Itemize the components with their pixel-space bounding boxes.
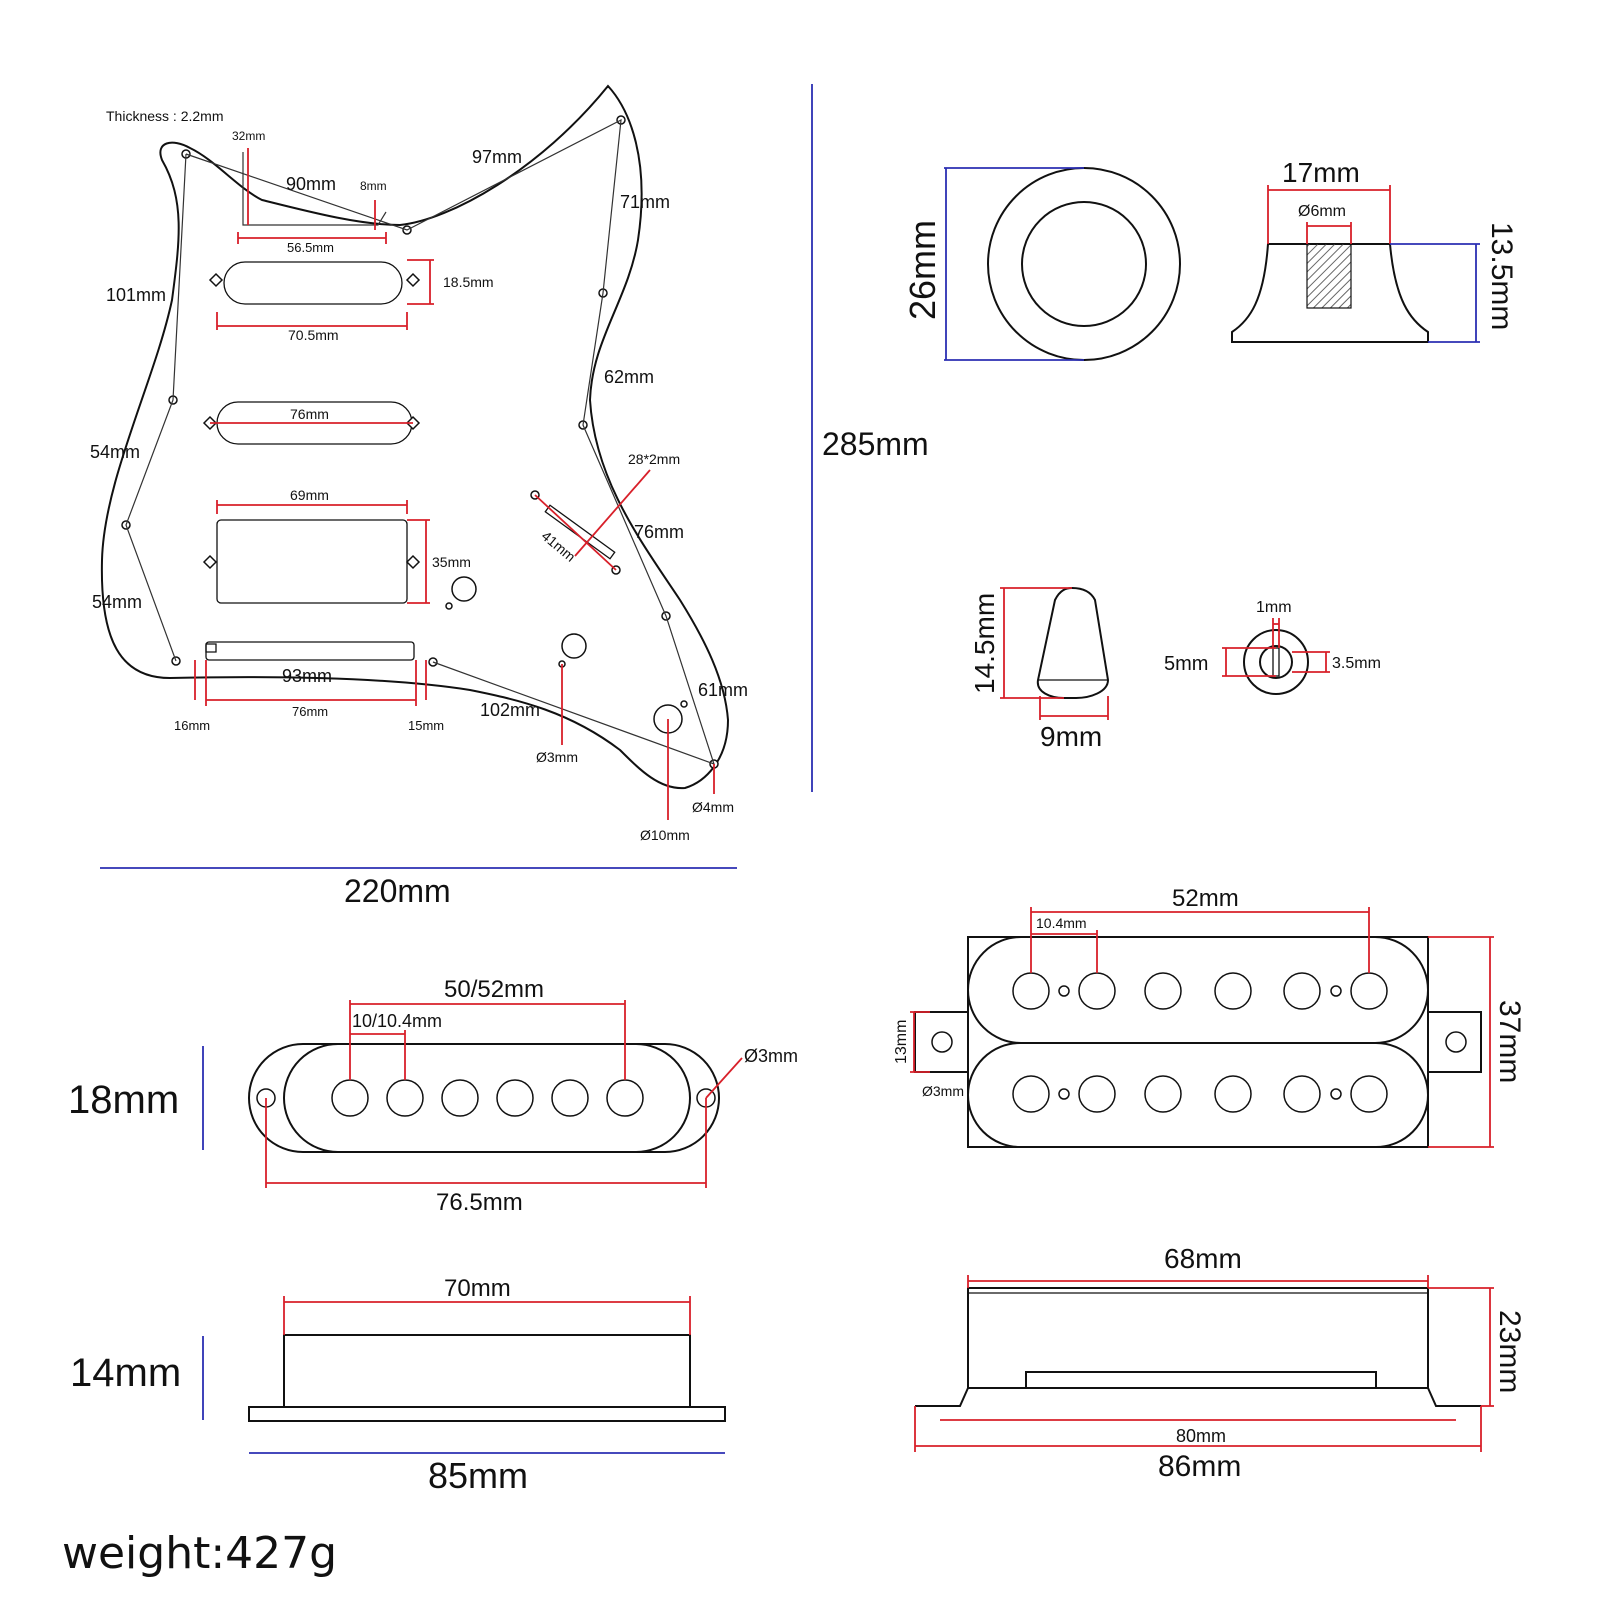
knob-shaft: [1306, 243, 1352, 309]
cover-len-label: 70mm: [444, 1275, 511, 1302]
pole-piece: [606, 1079, 644, 1117]
hb-ear-label: 13mm: [893, 1020, 910, 1064]
dim-label: 101mm: [106, 285, 166, 305]
single-coil-top: 50/52mm 10/10.4mm 18mm Ø3mm 76.5mm: [68, 976, 798, 1216]
hb-total-len-label: 86mm: [1158, 1450, 1241, 1483]
hb-height-label: 37mm: [1493, 1000, 1526, 1083]
hb-side-height-label: 23mm: [1493, 1310, 1526, 1393]
pickguard: Thickness : 2.2mm 32mm 90mm 8mm 97mm 71m…: [90, 84, 929, 909]
dim-label: 90mm: [286, 174, 336, 194]
bridge-humbucker-cavity: [216, 519, 408, 604]
pole-piece: [1214, 1075, 1252, 1113]
knob-height-label: 13.5mm: [1485, 222, 1518, 330]
pole-piece: [1283, 972, 1321, 1010]
control-hole: [451, 576, 477, 602]
dim-label: 93mm: [282, 666, 332, 686]
dim-label: 61mm: [698, 680, 748, 700]
inner-label: 3.5mm: [1332, 655, 1381, 672]
pole-piece: [1214, 972, 1252, 1010]
dim-label: 54mm: [92, 592, 142, 612]
thickness-label: Thickness : 2.2mm: [106, 108, 223, 124]
dim-label: 62mm: [604, 367, 654, 387]
hb-top-len-label: 68mm: [1164, 1243, 1242, 1274]
tip-width-label: 9mm: [1040, 721, 1102, 752]
ring-diameter-label: 26mm: [902, 220, 943, 320]
control-hole: [561, 633, 587, 659]
outer-label: 5mm: [1164, 653, 1208, 675]
dim-label: 28*2mm: [628, 451, 680, 467]
dim-label: 54mm: [90, 442, 140, 462]
dim-label: 8mm: [360, 179, 387, 193]
pole-piece: [1144, 972, 1182, 1010]
single-hole-label: Ø3mm: [744, 1046, 798, 1066]
dim-label: 76mm: [292, 704, 328, 719]
neck-pickup-cavity: [223, 261, 403, 305]
dim-label: 16mm: [174, 718, 210, 733]
dim-label: 71mm: [620, 192, 670, 212]
pole-piece: [496, 1079, 534, 1117]
pole-span-label: 50/52mm: [444, 976, 544, 1003]
pole-piece: [1012, 972, 1050, 1010]
dim-label: 35mm: [432, 554, 471, 570]
dim-label: Ø3mm: [536, 749, 578, 765]
base-len-label: 85mm: [428, 1455, 528, 1496]
mount-hole: [931, 1031, 953, 1053]
hb-hole-label: Ø3mm: [922, 1083, 964, 1099]
pole-piece: [1012, 1075, 1050, 1113]
pole-piece: [1283, 1075, 1321, 1113]
pole-piece: [441, 1079, 479, 1117]
knob-shaft-label: Ø6mm: [1298, 203, 1346, 220]
pickguard-outline: [100, 84, 730, 790]
humbucker-top: 52mm 10.4mm 37mm 13mm Ø3mm: [893, 885, 1526, 1148]
pole-piece: [1350, 1075, 1388, 1113]
knob-width-label: 17mm: [1282, 157, 1360, 188]
pickguard-width-label: 220mm: [344, 873, 451, 909]
humbucker-side: 68mm 23mm 80mm 86mm: [914, 1243, 1526, 1483]
single-coil-side: 70mm 14mm 85mm: [70, 1275, 726, 1496]
dim-label: 76mm: [290, 406, 329, 422]
dim-label: 76mm: [634, 522, 684, 542]
slot-label: 1mm: [1256, 599, 1292, 616]
pole-piece: [551, 1079, 589, 1117]
hb-inner-len-label: 80mm: [1176, 1426, 1226, 1446]
mount-span-label: 76.5mm: [436, 1189, 523, 1216]
dim-label: 41mm: [539, 528, 579, 565]
pole-piece: [1078, 1075, 1116, 1113]
dim-label: 70.5mm: [288, 327, 339, 343]
hb-pole-span-label: 52mm: [1172, 885, 1239, 912]
dim-label: Ø10mm: [640, 827, 690, 843]
dim-label: 69mm: [290, 487, 329, 503]
dim-label: 18.5mm: [443, 274, 494, 290]
pole-piece: [1078, 972, 1116, 1010]
tip-height-label: 14.5mm: [969, 593, 1000, 694]
dim-label: 15mm: [408, 718, 444, 733]
pickguard-height-label: 285mm: [822, 426, 929, 462]
pole-gap-label: 10/10.4mm: [352, 1011, 442, 1031]
hb-pole-gap-label: 10.4mm: [1036, 915, 1087, 931]
pole-piece: [386, 1079, 424, 1117]
switch-tip: 14.5mm 9mm 1mm 5mm 3.5mm: [969, 586, 1381, 752]
pole-piece: [331, 1079, 369, 1117]
dim-label: 56.5mm: [287, 240, 334, 255]
dim-label: 102mm: [480, 700, 540, 720]
knob-side: 17mm Ø6mm 13.5mm: [1231, 157, 1518, 343]
single-height-label: 18mm: [68, 1078, 179, 1122]
mount-hole: [1445, 1031, 1467, 1053]
dim-label: Ø4mm: [692, 799, 734, 815]
pole-piece: [1144, 1075, 1182, 1113]
weight-label: weight:427g: [62, 1528, 338, 1579]
dim-label: 97mm: [472, 147, 522, 167]
dim-label: 32mm: [232, 129, 265, 143]
pole-piece: [1350, 972, 1388, 1010]
side-height-label: 14mm: [70, 1351, 181, 1395]
knob-ring: 26mm: [902, 167, 1181, 361]
